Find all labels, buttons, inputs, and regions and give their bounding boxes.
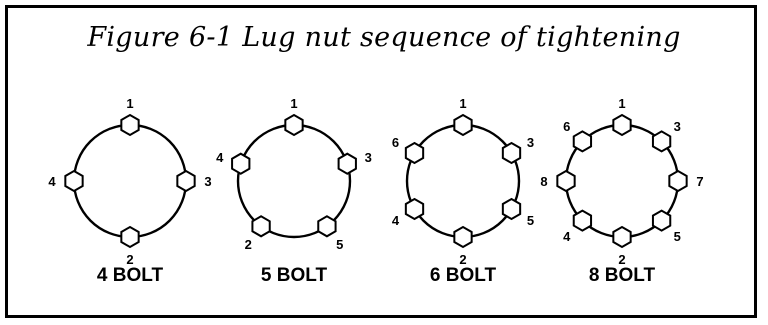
figure-frame: Figure 6-1 Lug nut sequence of tightenin…	[5, 5, 757, 318]
lug-nut-hexagon	[453, 113, 473, 137]
sequence-number: 4	[563, 229, 571, 244]
sequence-number: 7	[696, 174, 703, 189]
sequence-number: 2	[126, 252, 133, 267]
lug-nut-hexagon	[64, 169, 84, 193]
sequence-number: 1	[459, 96, 466, 111]
sequence-number: 1	[618, 96, 625, 111]
lug-nut-hexagon	[404, 197, 425, 221]
wheel-pattern-2: 1 3 5 2 4 5 BOLT	[216, 96, 372, 286]
lug-nut-hexagon	[612, 113, 632, 137]
sequence-number: 5	[336, 237, 343, 252]
sequence-number: 3	[527, 135, 534, 150]
lug-nut-hexagon	[572, 130, 593, 153]
sequence-number: 4	[216, 150, 224, 165]
lug-nut-hexagon	[231, 152, 251, 175]
lug-nut-hexagon	[284, 113, 304, 137]
bolt-pattern-label: 4 BOLT	[97, 265, 164, 286]
sequence-number: 3	[204, 174, 211, 189]
sequence-number: 4	[48, 174, 56, 189]
lug-nut-hexagon	[501, 197, 522, 221]
lug-nut-hexagon	[337, 152, 357, 175]
lug-nut-hexagon	[501, 141, 522, 165]
lug-nut-hexagon	[120, 225, 140, 249]
sequence-number: 2	[459, 252, 466, 267]
sequence-number: 6	[563, 119, 570, 134]
sequence-number: 8	[540, 174, 547, 189]
sequence-number: 5	[527, 213, 534, 228]
bolt-pattern-label: 8 BOLT	[589, 265, 656, 286]
lug-nut-hexagon	[668, 169, 688, 193]
sequence-number: 5	[674, 229, 681, 244]
sequence-number: 2	[245, 237, 252, 252]
wheel-pattern-3: 1 3 5 2 4 6 6 BOLT	[392, 96, 534, 286]
lug-nut-hexagon	[251, 215, 271, 238]
sequence-number: 2	[618, 252, 625, 267]
wheel-pattern-4: 1 3 7 5 2 4 8 6 8 BOLT	[540, 96, 703, 286]
sequence-number: 4	[392, 213, 400, 228]
wheel-rim	[405, 123, 521, 239]
lug-nut-hexagon	[651, 130, 672, 153]
lug-nut-hexagon	[572, 209, 593, 232]
sequence-number: 3	[365, 150, 372, 165]
lug-nut-hexagon	[556, 169, 576, 193]
lug-nut-hexagon	[120, 113, 140, 137]
wheel-rim	[72, 123, 188, 239]
bolt-pattern-label: 6 BOLT	[430, 265, 497, 286]
lug-nut-hexagon	[651, 209, 672, 232]
lug-nut-hexagon	[453, 225, 473, 249]
sequence-number: 6	[392, 135, 399, 150]
figure-title: Figure 6-1 Lug nut sequence of tightenin…	[87, 22, 681, 53]
sequence-number: 1	[126, 96, 133, 111]
lug-nut-hexagon	[317, 215, 337, 238]
lug-nut-hexagon	[404, 141, 425, 165]
lug-nut-hexagon	[612, 225, 632, 249]
sequence-number: 1	[290, 96, 297, 111]
bolt-pattern-label: 5 BOLT	[261, 265, 328, 286]
sequence-number: 3	[674, 119, 681, 134]
wheel-pattern-1: 1 3 2 4 4 BOLT	[48, 96, 211, 286]
lug-nut-hexagon	[176, 169, 196, 193]
